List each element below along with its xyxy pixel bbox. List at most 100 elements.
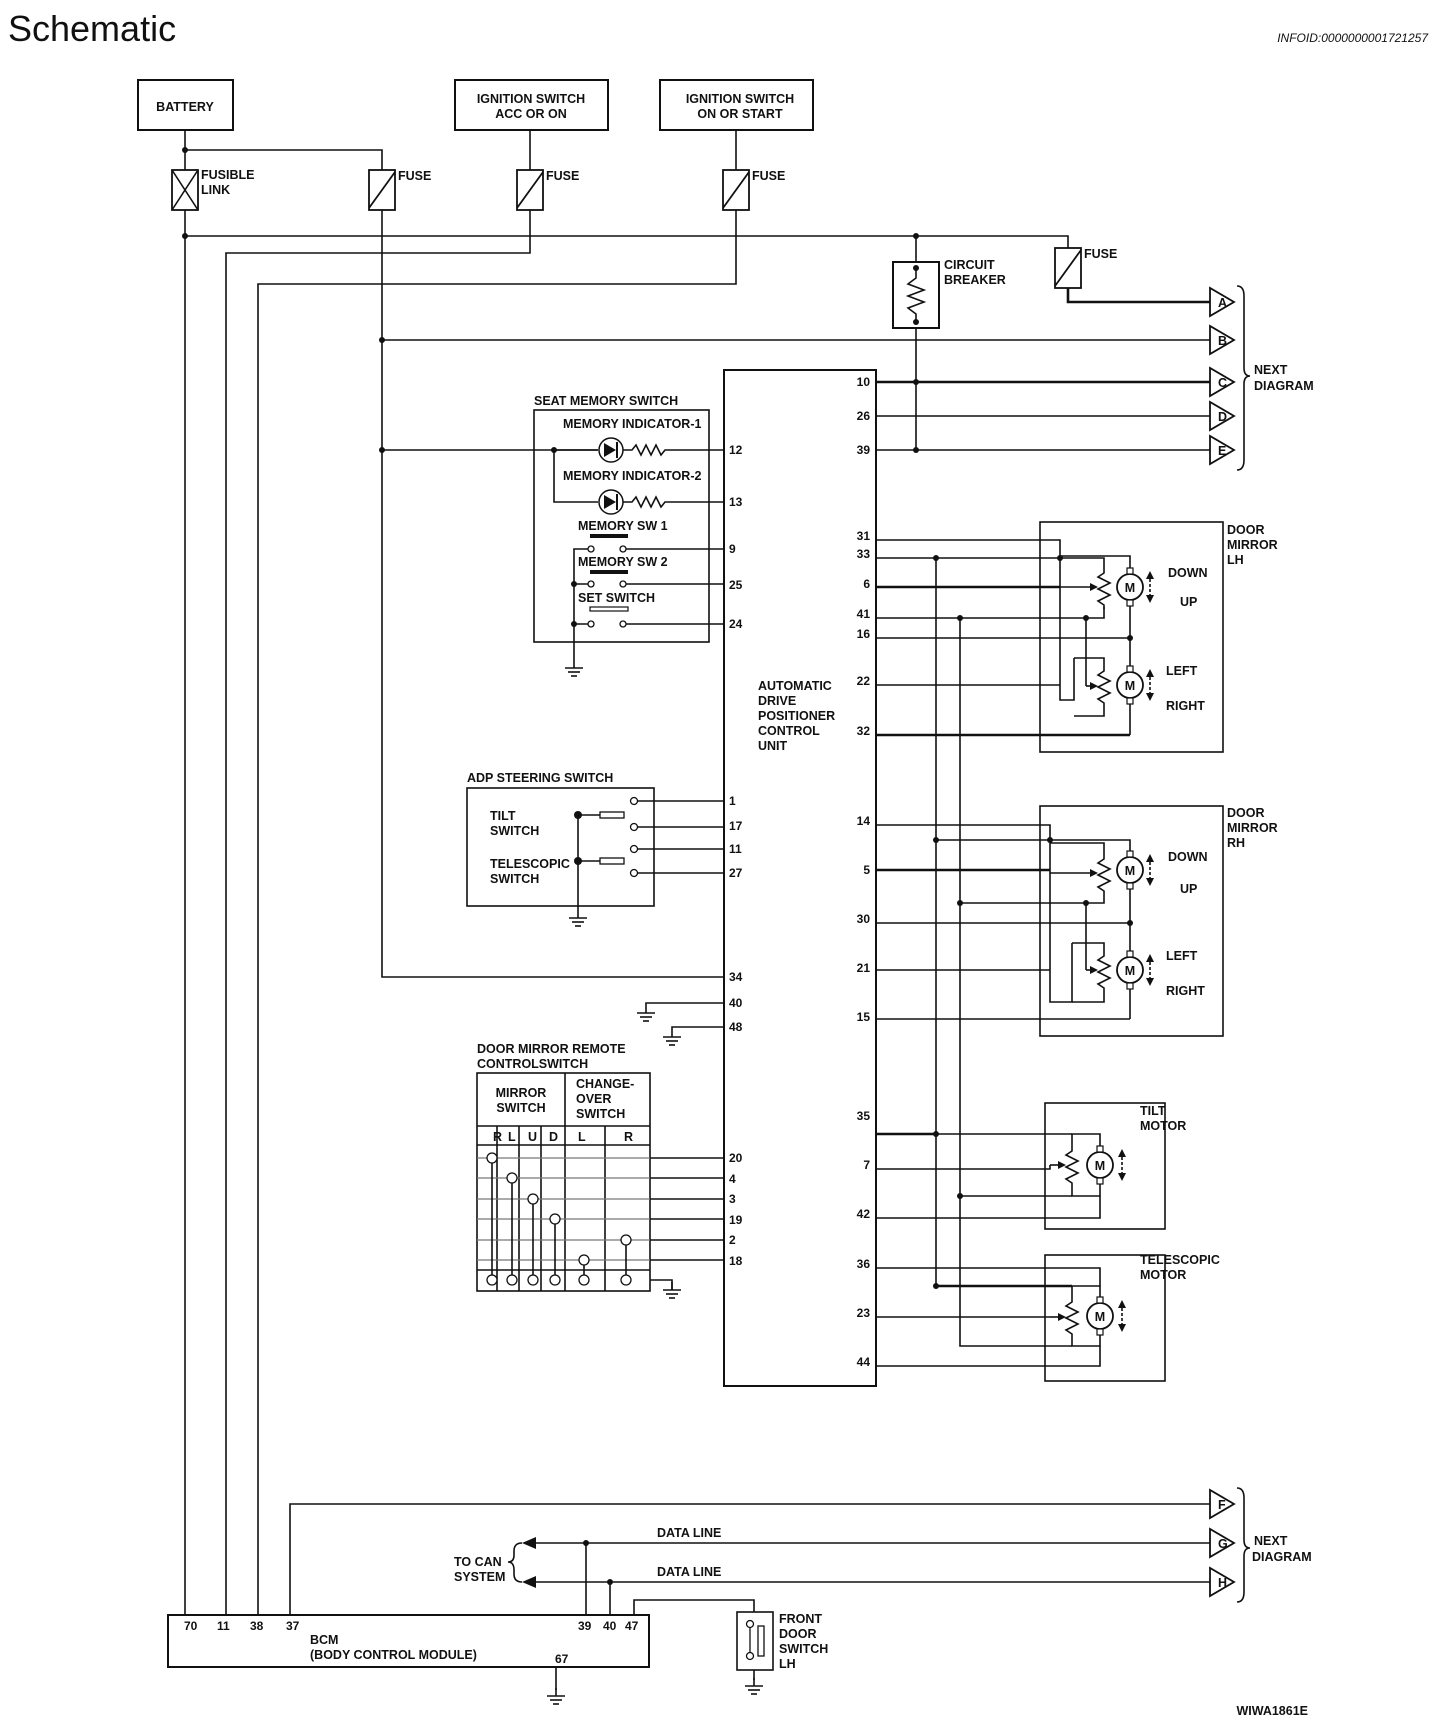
svg-text:TILT: TILT: [490, 809, 516, 823]
svg-text:14: 14: [857, 814, 871, 828]
svg-text:MOTOR: MOTOR: [1140, 1268, 1186, 1282]
door-mirror-rh: DOOR MIRROR RH DOWN UP LEFT RIGHT: [1039, 805, 1278, 1037]
svg-text:M: M: [1095, 1310, 1105, 1324]
svg-text:DOOR: DOOR: [1227, 523, 1265, 537]
svg-text:M: M: [1125, 964, 1135, 978]
svg-text:LEFT: LEFT: [1166, 664, 1198, 678]
svg-text:6: 6: [863, 577, 870, 591]
svg-text:27: 27: [729, 866, 743, 880]
svg-text:RIGHT: RIGHT: [1166, 984, 1205, 998]
svg-text:DOOR: DOOR: [779, 1627, 817, 1641]
svg-text:TELESCOPIC: TELESCOPIC: [1140, 1253, 1220, 1267]
svg-text:H: H: [1218, 1576, 1227, 1590]
svg-text:CHANGE-: CHANGE-: [576, 1077, 634, 1091]
svg-text:DIAGRAM: DIAGRAM: [1254, 379, 1314, 393]
svg-text:F: F: [1218, 1498, 1226, 1512]
battery-box: BATTERY: [137, 79, 234, 131]
ignition-on-box: IGNITION SWITCH ON OR START: [659, 79, 814, 131]
svg-text:42: 42: [857, 1207, 871, 1221]
svg-text:SWITCH: SWITCH: [779, 1642, 828, 1656]
door-mirror-remote-switch: DOOR MIRROR REMOTE CONTROLSWITCH MIRROR …: [476, 1042, 682, 1299]
svg-text:39: 39: [578, 1619, 592, 1633]
svg-text:A: A: [1218, 296, 1227, 310]
svg-text:DATA LINE: DATA LINE: [657, 1565, 721, 1579]
memory-indicator-2: [598, 489, 624, 515]
svg-text:41: 41: [857, 607, 871, 621]
svg-text:RIGHT: RIGHT: [1166, 699, 1205, 713]
svg-text:24: 24: [729, 617, 743, 631]
svg-text:M: M: [1095, 1159, 1105, 1173]
svg-text:MEMORY INDICATOR-2: MEMORY INDICATOR-2: [563, 469, 701, 483]
ground-front-door: [744, 1677, 764, 1695]
svg-text:TILT: TILT: [1140, 1104, 1166, 1118]
svg-text:M: M: [1125, 864, 1135, 878]
ground-mirror-remote: [662, 1281, 682, 1299]
svg-text:2: 2: [729, 1233, 736, 1247]
svg-text:32: 32: [857, 724, 871, 738]
svg-text:FUSE: FUSE: [546, 169, 579, 183]
svg-text:11: 11: [729, 842, 742, 856]
svg-text:37: 37: [286, 1619, 300, 1633]
svg-text:DOWN: DOWN: [1168, 850, 1208, 864]
bcm: 70 11 38 37 39 40 47 BCM (BODY CONTROL M…: [167, 1614, 650, 1705]
svg-text:MIRROR: MIRROR: [1227, 821, 1278, 835]
svg-text:TELESCOPIC: TELESCOPIC: [490, 857, 570, 871]
svg-text:38: 38: [250, 1619, 264, 1633]
svg-text:47: 47: [625, 1619, 639, 1633]
svg-text:MOTOR: MOTOR: [1140, 1119, 1186, 1133]
svg-text:R: R: [493, 1130, 502, 1144]
motor-labels: M M M M M M: [1095, 581, 1135, 1324]
svg-text:SWITCH: SWITCH: [496, 1101, 545, 1115]
seat-memory-switch: SEAT MEMORY SWITCH MEMORY INDICATOR-1 ME…: [533, 394, 724, 677]
svg-text:TO CAN: TO CAN: [454, 1555, 502, 1569]
next-diagram-top: A B C D E NEXT DIAGRAM: [1209, 285, 1314, 471]
svg-text:9: 9: [729, 542, 736, 556]
svg-text:L: L: [578, 1130, 586, 1144]
svg-text:SWITCH: SWITCH: [490, 872, 539, 886]
svg-text:SWITCH: SWITCH: [490, 824, 539, 838]
control-unit-left-pins: 12 13 9 25 24 1 17 11 27 34 40 48 20 4 3…: [729, 443, 743, 1268]
memory-indicator-1: [598, 437, 624, 463]
svg-text:M: M: [1125, 581, 1135, 595]
ignition-acc-box: IGNITION SWITCH ACC OR ON: [454, 79, 609, 131]
svg-text:4: 4: [729, 1172, 736, 1186]
figure-id: WIWA1861E: [1236, 1704, 1308, 1718]
svg-text:16: 16: [857, 627, 871, 641]
svg-text:MIRROR: MIRROR: [1227, 538, 1278, 552]
svg-text:CIRCUIT: CIRCUIT: [944, 258, 995, 272]
ground-bcm: [546, 1687, 566, 1705]
svg-text:BREAKER: BREAKER: [944, 273, 1006, 287]
svg-text:NEXT: NEXT: [1254, 1534, 1288, 1548]
fuse-acc: FUSE: [516, 169, 579, 211]
svg-text:MEMORY SW 2: MEMORY SW 2: [578, 555, 668, 569]
svg-text:DOOR: DOOR: [1227, 806, 1265, 820]
svg-text:ACC OR ON: ACC OR ON: [495, 107, 567, 121]
svg-text:D: D: [1218, 410, 1227, 424]
svg-text:5: 5: [863, 863, 870, 877]
svg-text:UP: UP: [1180, 595, 1197, 609]
svg-text:35: 35: [857, 1109, 871, 1123]
svg-text:7: 7: [863, 1158, 870, 1172]
svg-text:36: 36: [857, 1257, 871, 1271]
circuit-breaker: CIRCUIT BREAKER: [892, 258, 1006, 329]
svg-text:67: 67: [555, 1652, 569, 1666]
battery-label: BATTERY: [156, 100, 214, 114]
svg-text:OVER: OVER: [576, 1092, 611, 1106]
svg-text:34: 34: [729, 970, 743, 984]
svg-text:RH: RH: [1227, 836, 1245, 850]
svg-text:LH: LH: [1227, 553, 1244, 567]
svg-text:DOOR MIRROR REMOTE: DOOR MIRROR REMOTE: [477, 1042, 626, 1056]
svg-text:UP: UP: [1180, 882, 1197, 896]
svg-text:SET SWITCH: SET SWITCH: [578, 591, 655, 605]
svg-text:UNIT: UNIT: [758, 739, 788, 753]
svg-text:FRONT: FRONT: [779, 1612, 822, 1626]
door-mirror-lh: DOOR MIRROR LH DOWN UP LEFT RIGHT: [1039, 521, 1278, 753]
svg-text:G: G: [1218, 1537, 1228, 1551]
svg-text:R: R: [624, 1130, 633, 1144]
svg-text:FUSE: FUSE: [752, 169, 785, 183]
tilt-motor: TILT MOTOR: [1044, 1102, 1186, 1230]
svg-text:44: 44: [857, 1355, 871, 1369]
svg-text:11: 11: [217, 1619, 230, 1633]
svg-text:B: B: [1218, 334, 1227, 348]
